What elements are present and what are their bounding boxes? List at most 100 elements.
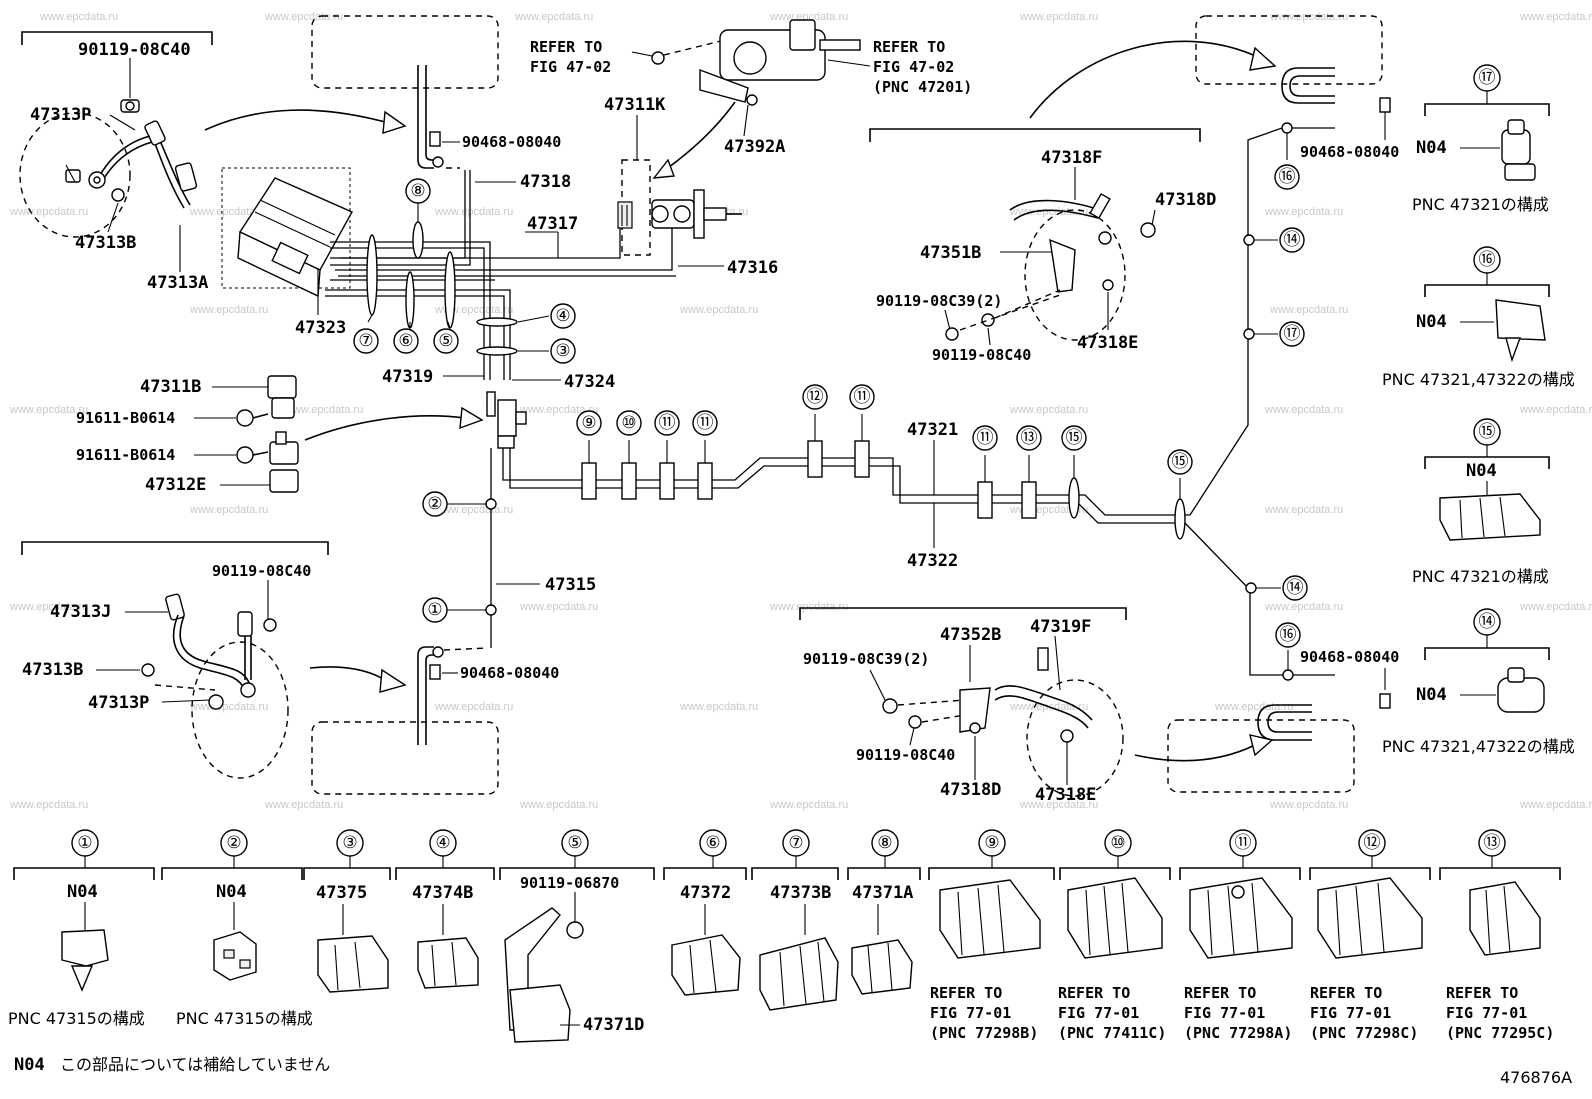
callout-3: ③ xyxy=(550,338,576,364)
brake-pipes-middle: 47321 47322 xyxy=(502,414,1190,571)
callout-10: ⑩ xyxy=(616,410,642,436)
label-refer-b1: REFER TO xyxy=(873,38,945,56)
label-90119-08C40: 90119-08C40 xyxy=(78,40,191,60)
bottom-legend-11: ⑪ REFER TO FIG 77-01 (PNC 77298A) xyxy=(1179,829,1301,1042)
bottom-legend-7: ⑦ 47373B xyxy=(751,829,839,1011)
side-legend-14: ⑭ N04 PNC 47321,47322の構成 xyxy=(1382,608,1575,756)
label-47313J: 47313J xyxy=(50,602,111,622)
svg-text:⑤: ⑤ xyxy=(438,331,453,351)
brake-pipes-front: 47317 47318 47316 47319 47324 xyxy=(325,170,778,449)
svg-text:www.epcdata.ru: www.epcdata.ru xyxy=(769,601,848,613)
callout-11d: ⑪ xyxy=(972,425,998,451)
svg-text:www.epcdata.ru: www.epcdata.ru xyxy=(519,601,598,613)
label-91611-B0614-a: 91611-B0614 xyxy=(76,409,175,427)
label-47319F: 47319F xyxy=(1030,617,1091,637)
label-refer-b3: (PNC 47201) xyxy=(873,78,972,96)
label-47319: 47319 xyxy=(382,367,433,387)
svg-text:⑩: ⑩ xyxy=(621,413,636,433)
label-90468-08040-c: 90468-08040 xyxy=(1300,143,1399,161)
callout-14a: ⑭ xyxy=(1279,227,1305,253)
svg-text:www.epcdata.ru: www.epcdata.ru xyxy=(1269,799,1348,811)
svg-text:REFER TO: REFER TO xyxy=(1184,984,1256,1002)
label-47317: 47317 xyxy=(527,214,578,234)
svg-text:47375: 47375 xyxy=(316,883,367,903)
bottom-legend-2: ② N04 PNC 47315の構成 xyxy=(161,829,313,1028)
svg-text:(PNC 77411C): (PNC 77411C) xyxy=(1058,1024,1166,1042)
svg-text:⑥: ⑥ xyxy=(398,331,413,351)
label-47313P: 47313P xyxy=(30,105,91,125)
svg-text:47371D: 47371D xyxy=(583,1015,644,1035)
svg-text:⑥: ⑥ xyxy=(705,833,720,853)
svg-text:⑮: ⑮ xyxy=(1066,428,1083,448)
svg-text:⑰: ⑰ xyxy=(1284,324,1301,344)
callout-14b: ⑭ xyxy=(1282,575,1308,601)
svg-text:www.epcdata.ru: www.epcdata.ru xyxy=(769,11,848,23)
callout-8: ⑧ xyxy=(405,178,431,204)
side-legend-16: ⑯ N04 PNC 47321,47322の構成 xyxy=(1382,246,1575,389)
svg-text:⑫: ⑫ xyxy=(1364,833,1381,853)
label-47313B-b: 47313B xyxy=(22,660,83,680)
svg-text:REFER TO: REFER TO xyxy=(1058,984,1130,1002)
svg-text:47373B: 47373B xyxy=(770,883,831,903)
label-47315: 47315 xyxy=(545,575,596,595)
svg-text:⑯: ⑯ xyxy=(1479,250,1496,270)
label-47312E: 47312E xyxy=(145,475,206,495)
bottom-legend: ① N04 PNC 47315の構成 ② N04 PNC 47315の構成 ③ xyxy=(8,829,1561,1043)
svg-text:⑪: ⑪ xyxy=(1235,833,1252,853)
svg-text:www.epcdata.ru: www.epcdata.ru xyxy=(39,11,118,23)
svg-text:⑬: ⑬ xyxy=(1484,833,1501,853)
label-90468-08040-b: 90468-08040 xyxy=(460,664,559,682)
callout-9: ⑨ xyxy=(576,410,602,436)
front-right-hose-group: 90119-08C40 47313J 47313B 47313P xyxy=(21,541,407,779)
svg-text:⑭: ⑭ xyxy=(1479,612,1496,632)
label-90119-08C39-b: 90119-08C39(2) xyxy=(803,650,929,668)
label-90119-08C40-c: 90119-08C40 xyxy=(932,346,1031,364)
svg-text:www.epcdata.ru: www.epcdata.ru xyxy=(1264,404,1343,416)
label-47322: 47322 xyxy=(907,551,958,571)
svg-text:③: ③ xyxy=(342,833,357,853)
svg-text:www.epcdata.ru: www.epcdata.ru xyxy=(434,206,513,218)
label-47311B: 47311B xyxy=(140,377,201,397)
svg-text:www.epcdata.ru: www.epcdata.ru xyxy=(1519,404,1592,416)
callout-11b: ⑪ xyxy=(692,410,718,436)
svg-text:www.epcdata.ru: www.epcdata.ru xyxy=(189,504,268,516)
svg-text:FIG 77-01: FIG 77-01 xyxy=(1058,1004,1139,1022)
svg-text:⑪: ⑪ xyxy=(697,413,714,433)
svg-text:REFER TO: REFER TO xyxy=(1310,984,1382,1002)
svg-text:www.epcdata.ru: www.epcdata.ru xyxy=(679,701,758,713)
svg-text:N04: N04 xyxy=(1466,461,1497,481)
rear-right-hose-group: 47318F 47318D 47351B 90119-08C39(2) 9011… xyxy=(869,128,1216,364)
svg-text:⑧: ⑧ xyxy=(877,833,892,853)
svg-text:www.epcdata.ru: www.epcdata.ru xyxy=(1264,504,1343,516)
svg-text:⑰: ⑰ xyxy=(1479,68,1496,88)
svg-text:www.epcdata.ru: www.epcdata.ru xyxy=(1519,11,1592,23)
callout-11a: ⑪ xyxy=(654,410,680,436)
svg-text:③: ③ xyxy=(555,341,570,361)
label-refer-a1: REFER TO xyxy=(530,38,602,56)
svg-text:www.epcdata.ru: www.epcdata.ru xyxy=(9,601,88,613)
label-47351B: 47351B xyxy=(920,243,981,263)
svg-text:⑨: ⑨ xyxy=(581,413,596,433)
label-47316: 47316 xyxy=(727,258,778,278)
svg-text:(PNC 77298C): (PNC 77298C) xyxy=(1310,1024,1418,1042)
callout-5: ⑤ xyxy=(433,328,459,354)
svg-text:(PNC 77298B): (PNC 77298B) xyxy=(930,1024,1038,1042)
svg-text:REFER TO: REFER TO xyxy=(930,984,1002,1002)
svg-text:PNC 47321,47322の構成: PNC 47321,47322の構成 xyxy=(1382,370,1575,389)
bottom-legend-13: ⑬ REFER TO FIG 77-01 (PNC 77295C) xyxy=(1439,829,1561,1042)
svg-text:FIG 77-01: FIG 77-01 xyxy=(930,1004,1011,1022)
callouts: ⑧ ⑦ ⑥ ⑤ ④ ③ ② ① ⑨ ⑩ ⑪ ⑪ ⑫ ⑪ ⑪ ⑬ ⑮ ⑮ ⑯ ⑭ … xyxy=(353,164,1308,648)
side-legend-15: ⑮ N04 PNC 47321の構成 xyxy=(1412,418,1550,586)
svg-text:N04: N04 xyxy=(67,882,98,902)
svg-text:www.epcdata.ru: www.epcdata.ru xyxy=(519,404,598,416)
svg-text:⑦: ⑦ xyxy=(358,331,373,351)
svg-text:⑮: ⑮ xyxy=(1479,422,1496,442)
svg-text:②: ② xyxy=(226,833,241,853)
svg-text:⑫: ⑫ xyxy=(807,387,824,407)
bottom-legend-8: ⑧ 47371A xyxy=(847,829,921,995)
bottom-legend-4: ④ 47374B xyxy=(395,829,495,989)
svg-text:PNC 47321の構成: PNC 47321の構成 xyxy=(1412,567,1549,586)
svg-text:⑭: ⑭ xyxy=(1284,230,1301,250)
bottom-legend-6: ⑥ 47372 xyxy=(663,829,747,996)
